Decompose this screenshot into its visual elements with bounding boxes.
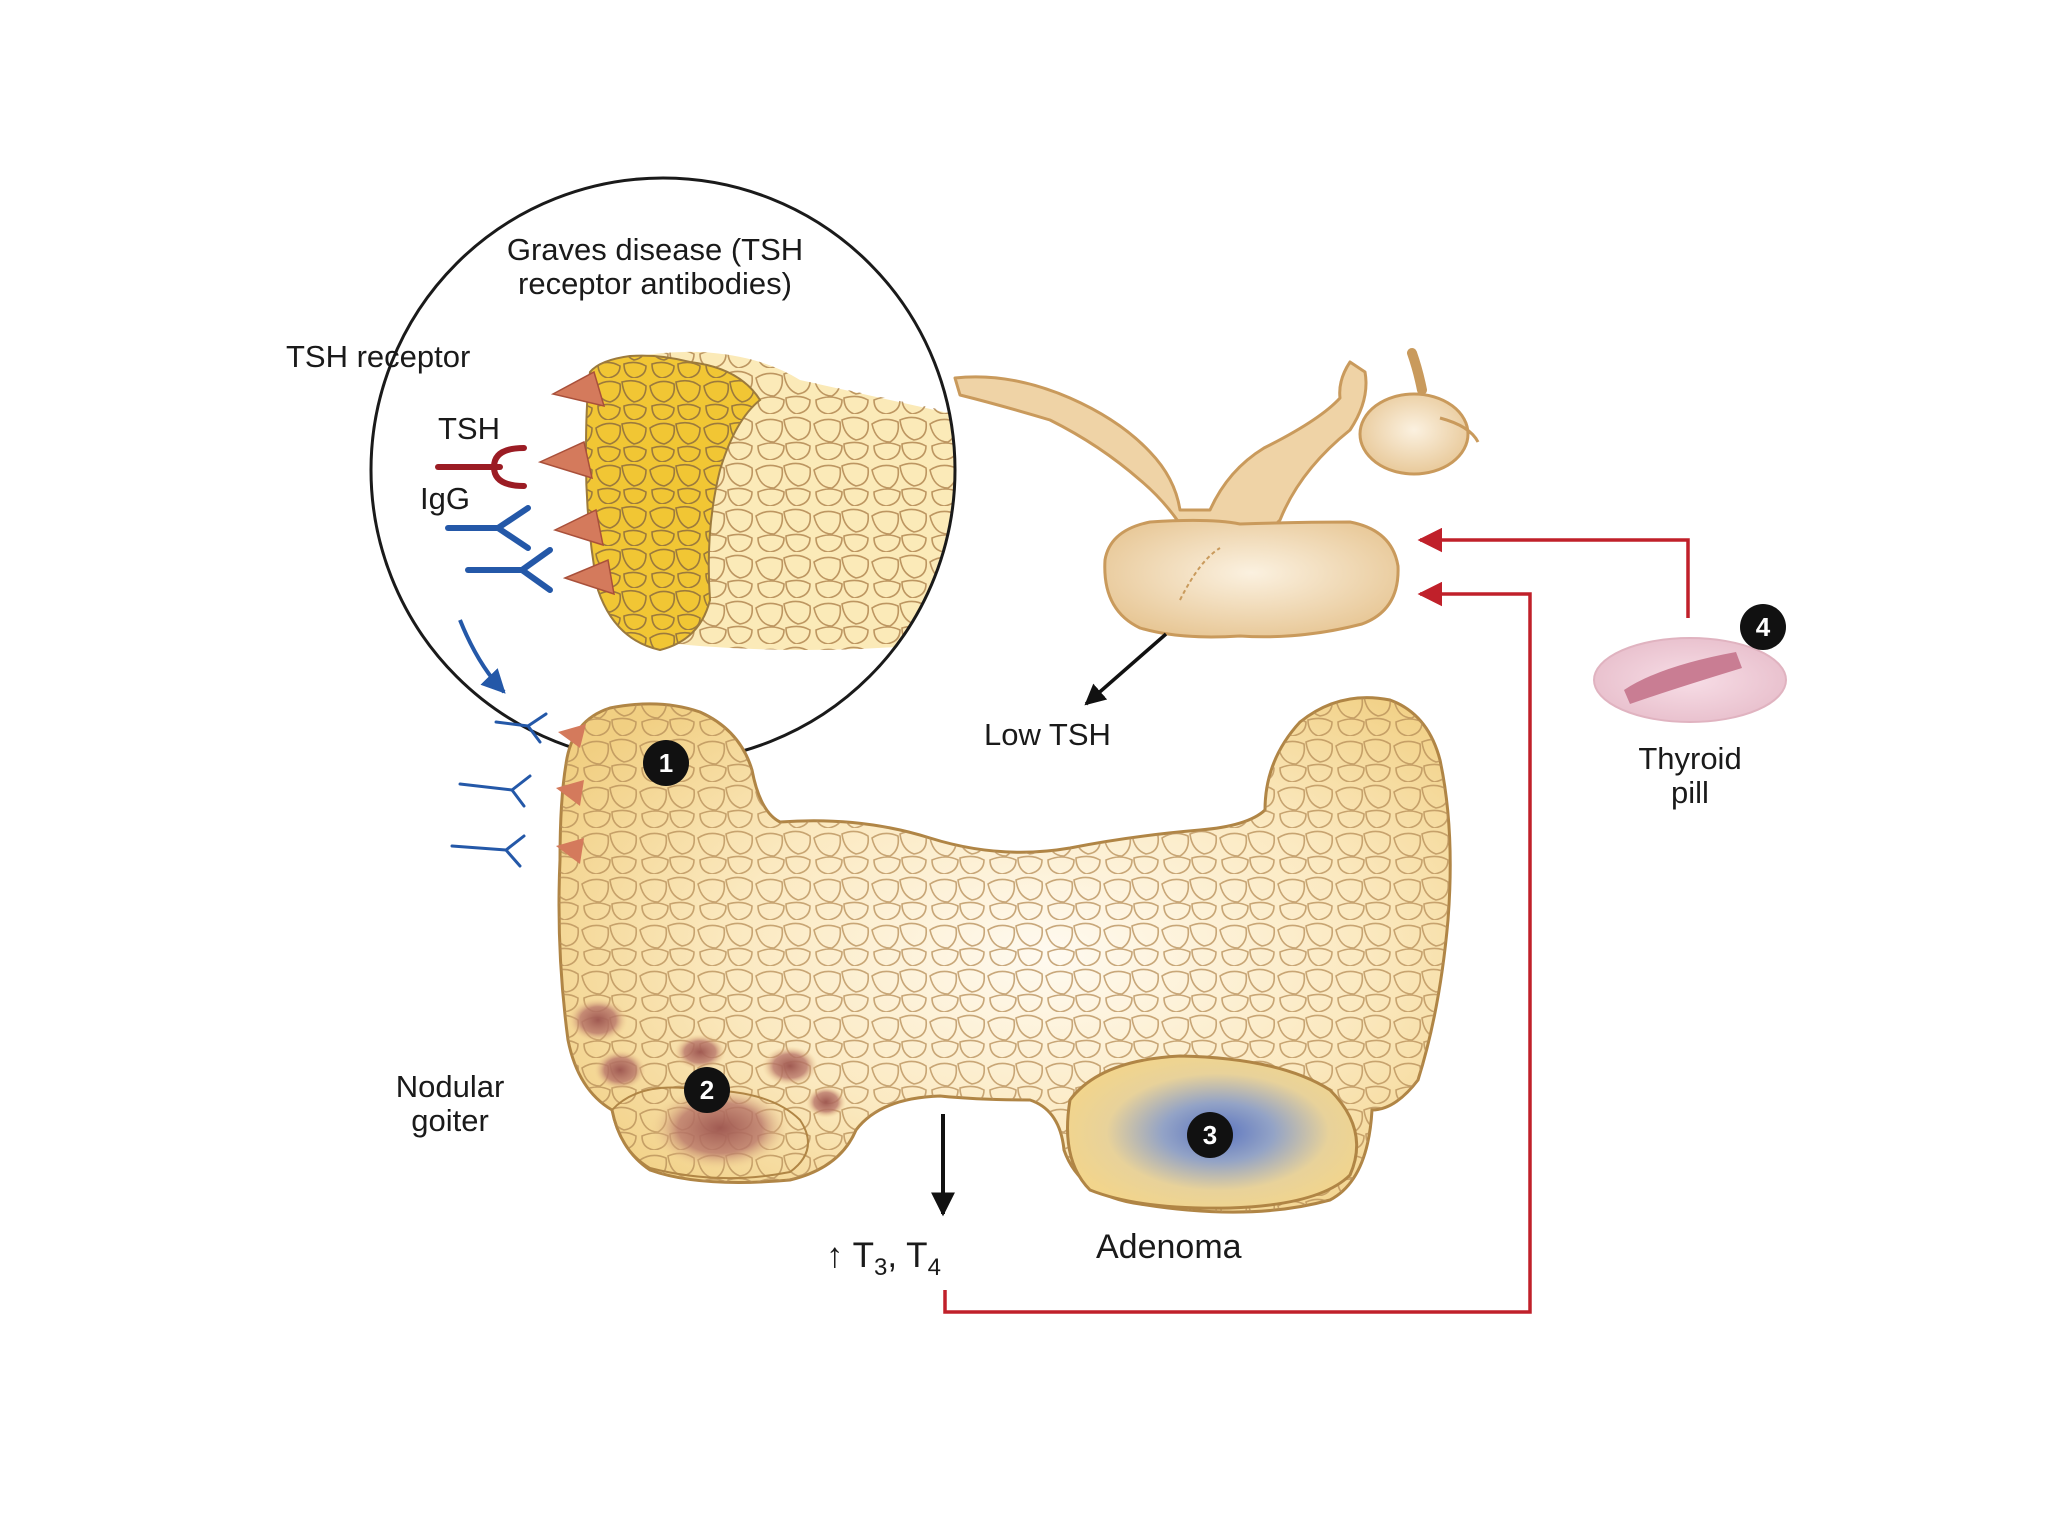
tsh-receptor [562,558,615,596]
igg-antibody [450,834,526,868]
pituitary-body [1103,518,1400,639]
thyroid-pill [1593,637,1787,723]
tsh-receptor [550,370,606,408]
adenoma-label: Adenoma [1096,1228,1242,1266]
igg-antibody [458,774,532,808]
thyroid-pill-label: Thyroid pill [1580,742,1800,810]
tsh-receptor [556,838,584,864]
thyroid-igg-binding [450,712,586,868]
antibody-binding-arrow [458,619,506,694]
igg-label: IgG [420,481,470,516]
igg-antibody [494,712,548,744]
tsh-label: TSH [438,411,500,446]
svg-text:3: 3 [1203,1120,1217,1150]
tsh-receptor-label: TSH receptor [286,339,471,374]
t3-subscript: 3 [873,1254,888,1281]
pituitary-gland [953,348,1480,639]
graves-title-line-2: receptor antibodies) [518,266,792,301]
badge-2: 2 [684,1067,730,1113]
t4-subscript: 4 [927,1254,941,1281]
nodular-goiter-line-2: goiter [411,1103,489,1138]
svg-text:2: 2 [700,1075,714,1105]
thyroid-pill-line-2: pill [1671,775,1709,810]
tsh-receptor [552,508,604,547]
increased-t3-t4-label: ↑ T3, T4 [826,1236,941,1288]
t3-base: T [852,1236,874,1275]
badge-4: 4 [1740,604,1786,650]
graves-disease-title: Graves disease (TSH receptor antibodies) [380,233,930,301]
low-tsh-label: Low TSH [984,717,1111,752]
igg-antibody [445,505,531,551]
nodular-goiter-label: Nodular goiter [340,1070,560,1138]
goiter-nodules [568,998,846,1180]
thyroid-pill-feedback-arrow [1417,527,1690,618]
svg-text:1: 1 [659,748,673,778]
low-tsh-arrow [1084,632,1168,706]
tsh-receptor [556,780,584,806]
graves-title-line-1: Graves disease (TSH [506,232,804,267]
badge-1: 1 [643,740,689,786]
graves-inset [369,176,957,764]
negative-feedback-loop [943,527,1690,1314]
nodular-goiter-line-1: Nodular [395,1069,505,1104]
igg-antibody [465,547,553,593]
svg-text:4: 4 [1756,612,1771,642]
badge-3: 3 [1187,1112,1233,1158]
increase-arrow-glyph: ↑ [826,1236,844,1275]
t3-t4-feedback-arrow [943,581,1532,1314]
t4-base: T [906,1236,928,1275]
tsh-receptor [537,440,594,480]
t3-t4-separator: , [887,1236,907,1275]
thyroid-gland [557,696,1452,1214]
thyroid-pill-line-1: Thyroid [1638,741,1742,776]
tsh-receptor [558,724,586,748]
tsh-molecule [435,445,527,489]
